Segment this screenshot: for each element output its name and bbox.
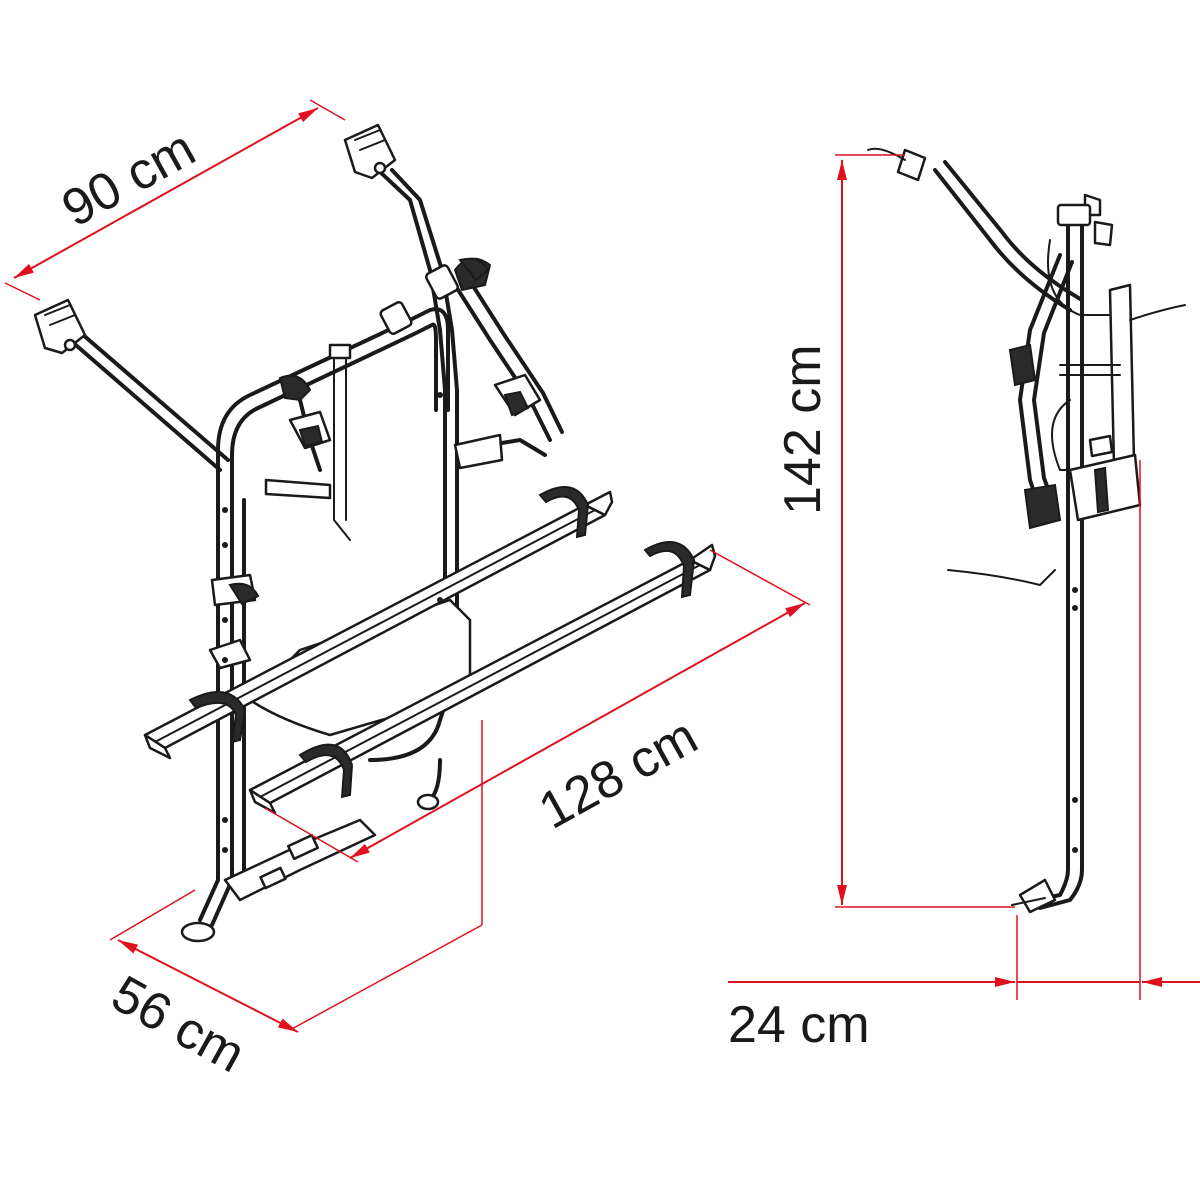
wheel-strap-2 — [298, 743, 354, 799]
left-foot-pad — [180, 921, 216, 943]
upright-joint — [424, 264, 460, 300]
wheel-strap-4 — [643, 541, 696, 599]
side-top-bracket — [896, 148, 927, 182]
dimension-line-depth — [117, 939, 299, 1033]
label-height: 142 cm — [774, 344, 832, 515]
side-foot — [1018, 878, 1057, 914]
dimension-line-width-top — [13, 107, 319, 279]
wheel-strap-3 — [538, 486, 590, 539]
side-joint-upper — [1008, 343, 1037, 387]
label-length: 128 cm — [530, 707, 707, 840]
side-view-rack — [867, 147, 1186, 914]
side-joint-lower — [1023, 483, 1062, 530]
label-depth: 56 cm — [102, 965, 254, 1084]
dimension-line-length — [349, 602, 806, 859]
dimension-lines — [4, 99, 1200, 1033]
label-width-top: 90 cm — [53, 119, 205, 238]
crossbar-joint — [379, 301, 413, 335]
wheel-strap-1 — [188, 691, 247, 744]
base-crossbar — [223, 818, 377, 902]
frame-holder-clamp-left — [278, 374, 312, 402]
label-side-depth: 24 cm — [728, 996, 870, 1054]
front-view-rack — [33, 123, 717, 943]
